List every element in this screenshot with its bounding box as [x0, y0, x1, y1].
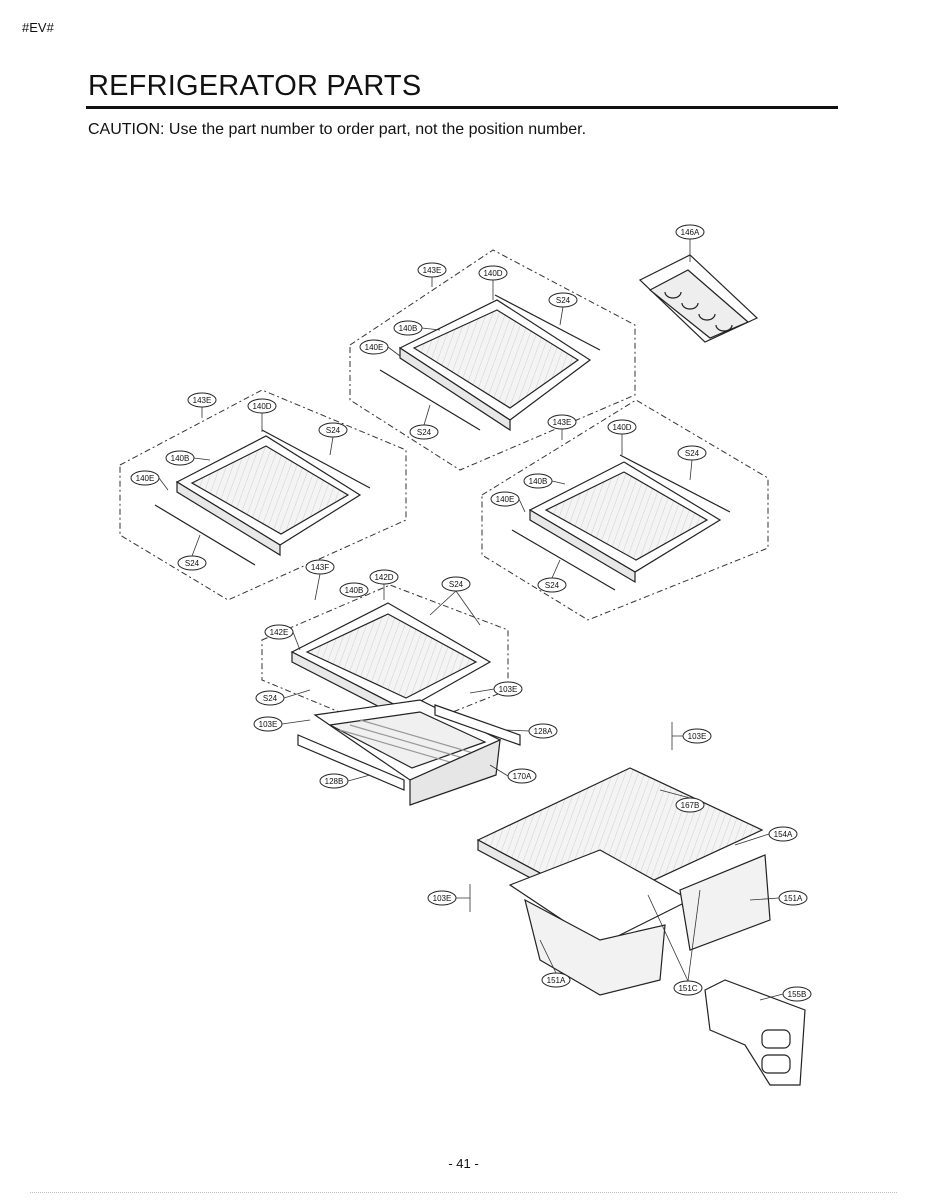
callout-label-103E-bottom-b: 103E: [433, 894, 452, 903]
egg-rack-part: [638, 254, 759, 343]
caution-note: CAUTION: Use the part number to order pa…: [88, 121, 587, 138]
callout-label-S24-mid-b: S24: [263, 694, 278, 703]
callout-label-140B-top: 140B: [399, 324, 418, 333]
crisper-shelf-and-drawer: [290, 602, 521, 806]
callout-label-140E-top: 140E: [365, 343, 384, 352]
callout-label-S24-top-b: S24: [417, 428, 432, 437]
callout-label-143E-left: 143E: [193, 396, 212, 405]
bottom-divider: [30, 1192, 897, 1193]
shelf-top: [379, 294, 601, 432]
callout-label-128A: 128A: [534, 727, 553, 736]
crisper-cover-and-drawers: [476, 767, 806, 1086]
callout-label-S24-top-a: S24: [556, 296, 571, 305]
callout-label-143E-top: 143E: [423, 266, 442, 275]
callout-label-140D-top: 140D: [483, 269, 502, 278]
callout-label-103E-mid-b: 103E: [259, 720, 278, 729]
callout-label-143F: 143F: [311, 563, 329, 572]
callout-label-143E-right: 143E: [553, 418, 572, 427]
callout-label-103E-mid-a: 103E: [499, 685, 518, 694]
shelf-right: [511, 454, 731, 591]
page-number: - 41 -: [448, 1156, 479, 1171]
callout-label-154A: 154A: [774, 830, 793, 839]
callout-label-140B-mid: 140B: [345, 586, 364, 595]
group-outline-top: [349, 249, 636, 471]
callout-label-140D-left: 140D: [252, 402, 271, 411]
callout-label-167B: 167B: [681, 801, 700, 810]
callout-label-140D-right: 140D: [612, 423, 631, 432]
callout-label-S24-left-b: S24: [185, 559, 200, 568]
callout-label-103E-bottom-a: 103E: [688, 732, 707, 741]
callout-label-142D: 142D: [374, 573, 393, 582]
callout-140B-mid: [339, 582, 369, 598]
callout-label-151A-left: 151A: [547, 976, 566, 985]
callout-label-142E: 142E: [270, 628, 289, 637]
callout-label-151C: 151C: [678, 984, 697, 993]
callout-label-128B: 128B: [325, 777, 344, 786]
callout-label-170A: 170A: [513, 772, 532, 781]
shelf-left: [154, 429, 371, 566]
callout-label-140E-right: 140E: [496, 495, 515, 504]
callout-label-140B-left: 140B: [171, 454, 190, 463]
callout-label-140B-right: 140B: [529, 477, 548, 486]
page-tag: #EV#: [22, 20, 54, 35]
callout-label-S24-left-a: S24: [326, 426, 341, 435]
page-title: REFRIGERATOR PARTS: [88, 70, 422, 102]
callout-label-140E-left: 140E: [136, 474, 155, 483]
callout-label-S24-mid-a: S24: [449, 580, 464, 589]
callout-label-S24-right-a: S24: [685, 449, 700, 458]
callout-label-S24-right-b: S24: [545, 581, 560, 590]
callout-label-155B: 155B: [788, 990, 807, 999]
callout-label-146A: 146A: [681, 228, 700, 237]
callout-label-151A-right: 151A: [784, 894, 803, 903]
title-rule: [86, 106, 838, 109]
